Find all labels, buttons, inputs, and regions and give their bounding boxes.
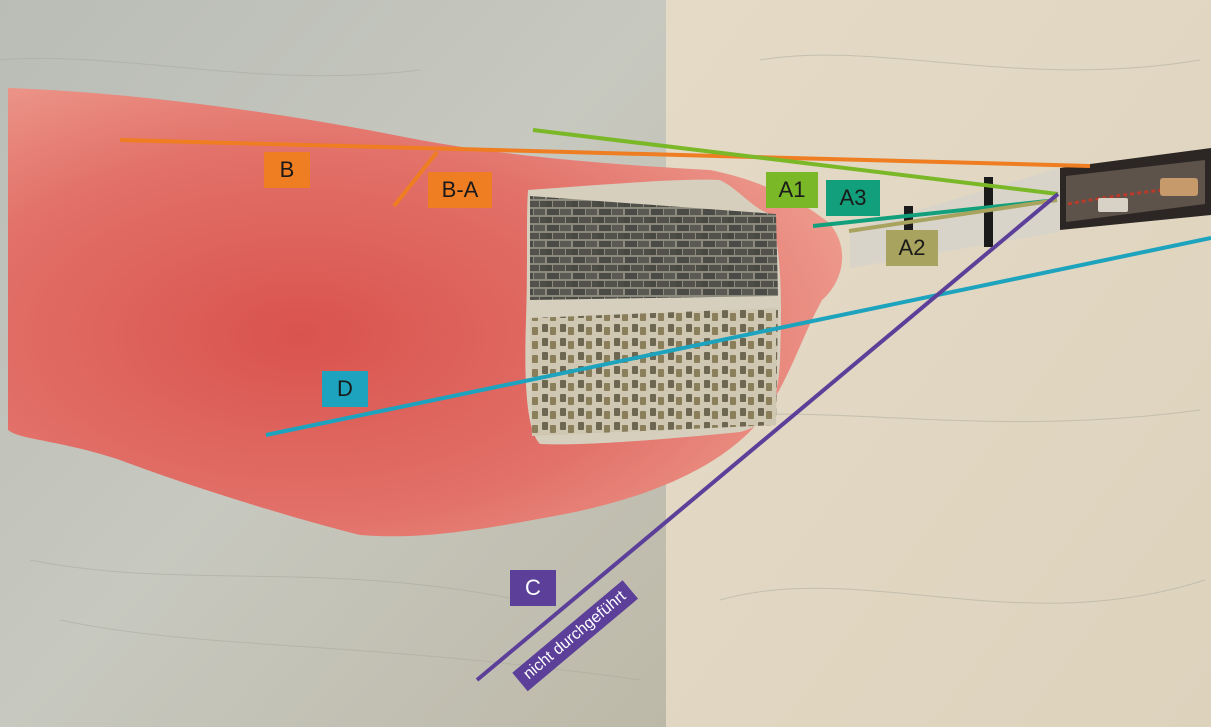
tunnel-seal-2	[904, 206, 913, 232]
label-a3: A3	[826, 180, 880, 216]
label-b: B	[264, 152, 310, 188]
label-b-a: B-A	[428, 172, 492, 208]
label-d: D	[322, 371, 368, 407]
label-c: C	[510, 570, 556, 606]
label-a1: A1	[766, 172, 818, 208]
label-a2: A2	[886, 230, 938, 266]
equipment	[1160, 178, 1198, 196]
waste-container-stack	[530, 196, 778, 300]
drill-rig	[1098, 198, 1128, 212]
